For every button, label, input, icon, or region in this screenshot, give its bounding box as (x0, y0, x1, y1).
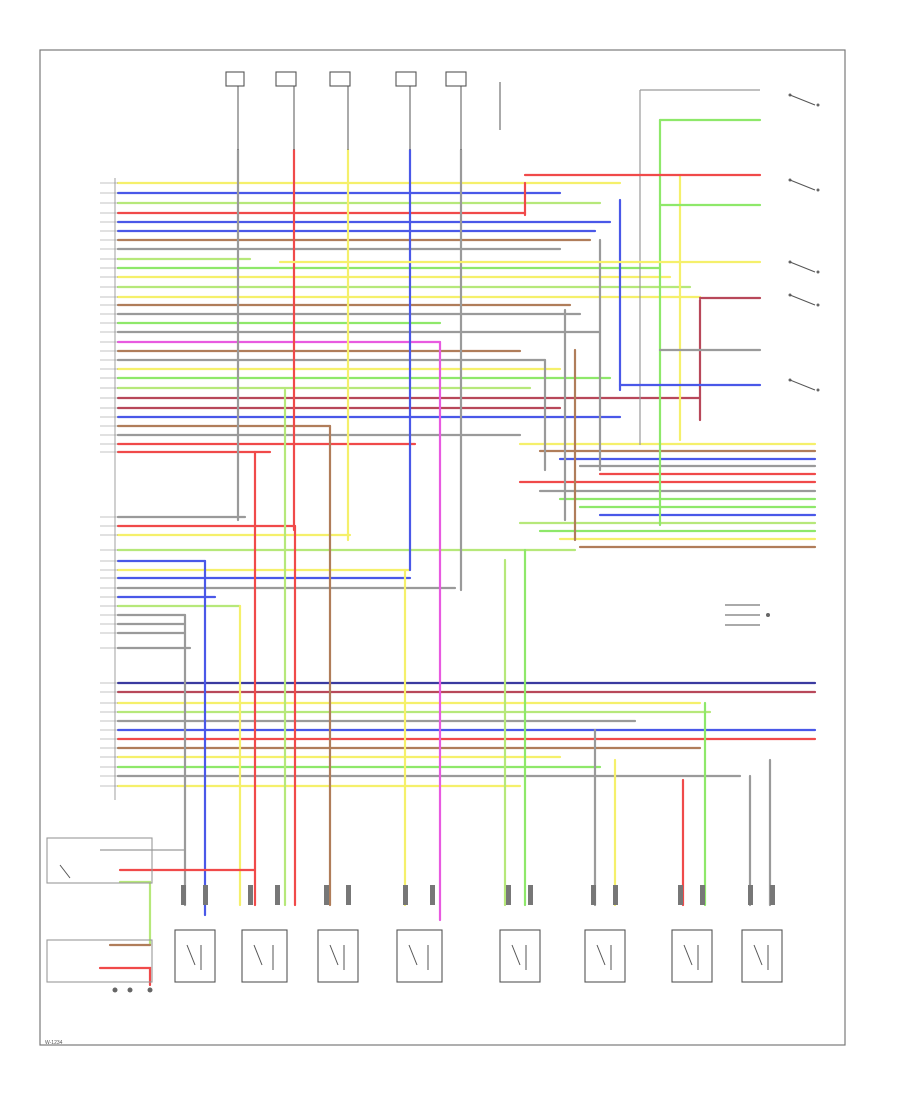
switch-component (584, 885, 626, 983)
switch-component (671, 885, 713, 983)
switch-component (741, 885, 783, 983)
switch-icon (788, 293, 820, 307)
diagram-code: W-1234 (45, 1040, 63, 1046)
lower-left-control-block (46, 837, 153, 993)
switch-icon (788, 178, 820, 192)
top-fuse-block (225, 71, 501, 150)
left-connector-pins (100, 178, 118, 800)
switch-component (174, 885, 216, 983)
switch-icon (788, 260, 820, 274)
fuse-2 (275, 71, 297, 150)
control-wire (118, 880, 152, 947)
bottom-component-row (174, 885, 783, 983)
fuse-3 (329, 71, 351, 150)
ground-icon (147, 987, 153, 993)
fuse-4 (395, 71, 417, 150)
diagram-frame (39, 49, 846, 1046)
control-wire (98, 966, 152, 987)
mid-right-switch (725, 604, 770, 626)
switch-component (396, 885, 443, 983)
switch-component (317, 885, 359, 983)
right-switch-column (788, 93, 820, 392)
fuse-5 (445, 71, 467, 150)
ground-icon (127, 987, 133, 993)
switch-component (499, 885, 541, 983)
switch-icon (788, 378, 820, 392)
ground-icon (112, 987, 118, 993)
wire-layer (98, 89, 817, 987)
fuse-1 (225, 71, 245, 150)
switch-icon (788, 93, 820, 107)
switch-component (241, 885, 288, 983)
